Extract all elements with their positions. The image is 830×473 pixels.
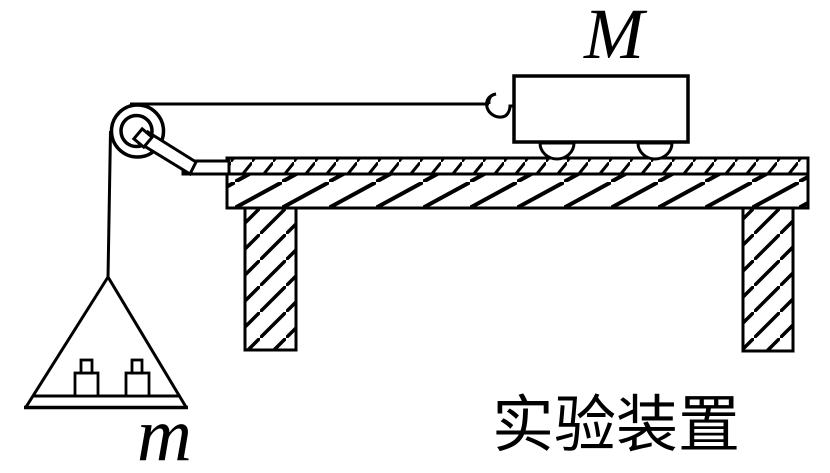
cart-wheel-left [538,141,576,161]
cart-wheel-right [636,141,674,161]
hanger-side-right [106,276,188,408]
pulley-axle [131,126,155,150]
table-leg-right [741,206,795,353]
table-slab [225,172,810,210]
table-leg-left [243,206,298,352]
weight-left-knob [79,358,94,375]
cart-hook-icon [484,92,514,119]
figure-caption: 实验装置 [492,392,741,460]
weight-left [73,358,100,398]
weight-left-body [73,371,100,398]
string [106,102,489,279]
cart-body [512,74,690,144]
table [225,156,810,353]
pulley-icon [109,103,198,177]
cart-icon [512,74,690,161]
cart-mass-label: M [584,0,644,74]
weight-hanger-icon [24,276,188,410]
weight-right [124,358,151,398]
weight-right-knob [130,358,144,375]
hanger-mass-label: m [137,393,192,473]
string-vertical [106,130,112,279]
hanger-side-left [24,276,110,408]
table-top-surface [225,156,810,176]
